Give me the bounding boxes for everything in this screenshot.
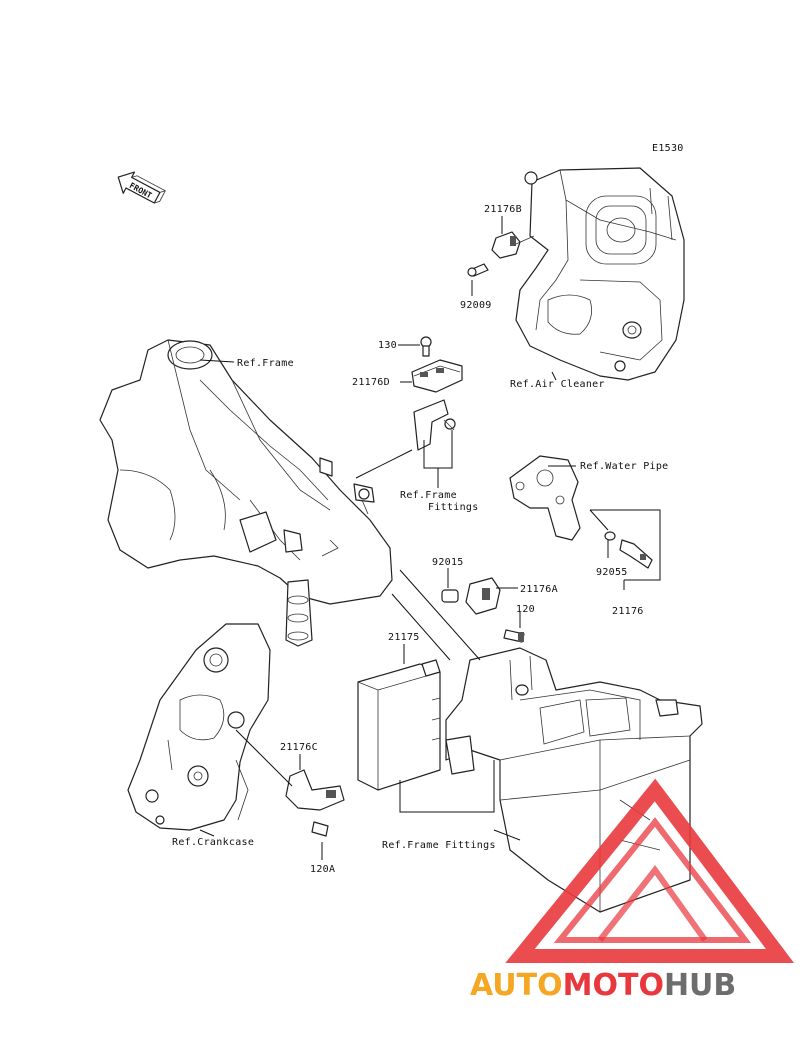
bolt-120 [503, 629, 525, 643]
logo-triangle-outer [505, 778, 795, 963]
svg-text:AUTOMOTOHUB: AUTOMOTOHUB [470, 968, 736, 1003]
leader-lines [199, 216, 661, 860]
label-130: 130 [378, 340, 397, 351]
logo-text-hub: HUB [664, 968, 736, 1003]
bracket [413, 399, 456, 451]
label-120a: 120A [310, 864, 335, 875]
label-ref-frame-fittings-1: Ref.Frame [400, 490, 457, 501]
label-21176c: 21176C [280, 742, 318, 753]
label-92009: 92009 [460, 300, 492, 311]
battery-case-drawing [445, 647, 703, 913]
label-ref-air-cleaner: Ref.Air Cleaner [510, 379, 605, 390]
label-120: 120 [516, 604, 535, 615]
label-21176d: 21176D [352, 377, 390, 388]
crankcase-drawing [127, 623, 271, 831]
sensor-21176c [285, 769, 345, 837]
ecu-21175 [357, 659, 441, 791]
front-arrow-icon: FRONT [117, 171, 166, 204]
sensor-21176 [619, 539, 653, 569]
label-21176: 21176 [612, 606, 644, 617]
label-ref-frame: Ref.Frame [237, 358, 294, 369]
logo-text-moto: MOTO [563, 968, 664, 1003]
automotohub-logo: AUTOMOTOHUB [470, 778, 795, 1003]
air-cleaner-drawing [515, 167, 685, 381]
label-21176a: 21176A [520, 584, 558, 595]
sensor-21176a [441, 577, 501, 615]
sensor-21176d [411, 359, 463, 393]
label-ref-frame-fittings-long: Ref.Frame Fittings [382, 840, 496, 851]
screw-92009 [467, 263, 489, 277]
water-pipe-drawing [509, 455, 581, 541]
label-92015: 92015 [432, 557, 464, 568]
frame-drawing [99, 339, 393, 647]
label-21176b: 21176B [484, 204, 522, 215]
label-92055: 92055 [596, 567, 628, 578]
sensor-21176b [491, 231, 535, 259]
label-ref-crankcase: Ref.Crankcase [172, 837, 254, 848]
logo-text-auto: AUTO [470, 968, 563, 1003]
o-ring-92055 [604, 531, 616, 541]
label-21175: 21175 [388, 632, 420, 643]
bolt-130 [420, 336, 432, 357]
diagram-code: E1530 [652, 143, 684, 154]
label-ref-frame-fittings-2: Fittings [428, 502, 479, 513]
label-ref-water-pipe: Ref.Water Pipe [580, 461, 669, 472]
logo-triangle-inner [553, 817, 752, 943]
